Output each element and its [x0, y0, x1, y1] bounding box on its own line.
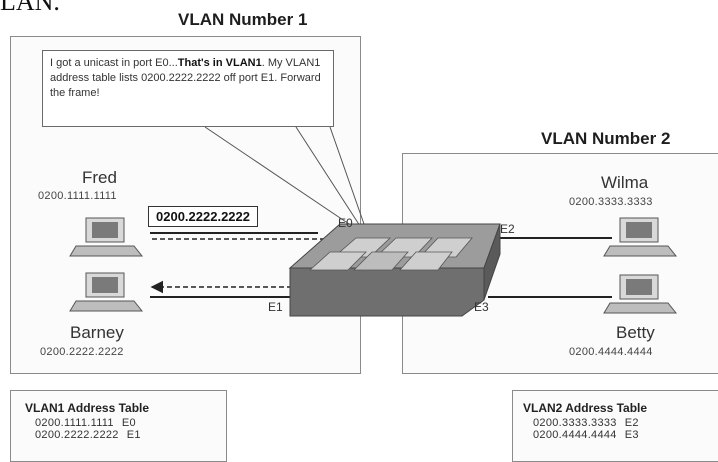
vlan2-table-title: VLAN2 Address Table: [523, 401, 718, 415]
bubble-text-part1: I got a unicast in port E0...: [50, 57, 178, 69]
table-mac: 0200.1111.1111: [35, 417, 114, 429]
port-label-e2: E2: [500, 222, 515, 236]
table-row: 0200.4444.4444 E3: [523, 429, 718, 441]
vlan2-address-table: VLAN2 Address Table 0200.3333.3333 E2 020…: [512, 390, 718, 462]
computer-icon-wilma: [604, 218, 676, 256]
host-name-betty: Betty: [616, 323, 655, 343]
table-row: 0200.1111.1111 E0: [25, 417, 226, 429]
table-row: 0200.2222.2222 E1: [25, 429, 226, 441]
frame-destination-label: 0200.2222.2222: [148, 206, 258, 227]
host-name-barney: Barney: [70, 323, 124, 343]
host-mac-fred: 0200.1111.1111: [38, 190, 117, 202]
switch-speech-bubble: I got a unicast in port E0...That's in V…: [42, 50, 334, 127]
host-name-fred: Fred: [82, 168, 117, 188]
computer-icon-fred: [70, 218, 142, 256]
vlan1-address-table: VLAN1 Address Table 0200.1111.1111 E0 020…: [10, 390, 227, 462]
table-mac: 0200.2222.2222: [35, 429, 119, 441]
port-label-e0: E0: [338, 216, 353, 230]
computer-icon-betty: [604, 275, 676, 313]
bubble-text-bold: That's in VLAN1: [178, 57, 262, 69]
port-label-e1: E1: [268, 300, 283, 314]
computer-icon-barney: [70, 273, 142, 311]
table-port: E2: [625, 417, 639, 429]
table-port: E3: [625, 429, 639, 441]
table-mac: 0200.3333.3333: [533, 417, 617, 429]
switch: [290, 224, 500, 316]
port-label-e3: E3: [474, 300, 489, 314]
table-row: 0200.3333.3333 E2: [523, 417, 718, 429]
table-port: E0: [122, 417, 136, 429]
table-port: E1: [127, 429, 141, 441]
vlan1-table-title: VLAN1 Address Table: [25, 401, 226, 415]
host-mac-barney: 0200.2222.2222: [40, 346, 124, 358]
host-name-wilma: Wilma: [601, 173, 648, 193]
table-mac: 0200.4444.4444: [533, 429, 617, 441]
host-mac-betty: 0200.4444.4444: [569, 346, 653, 358]
host-mac-wilma: 0200.3333.3333: [569, 196, 653, 208]
